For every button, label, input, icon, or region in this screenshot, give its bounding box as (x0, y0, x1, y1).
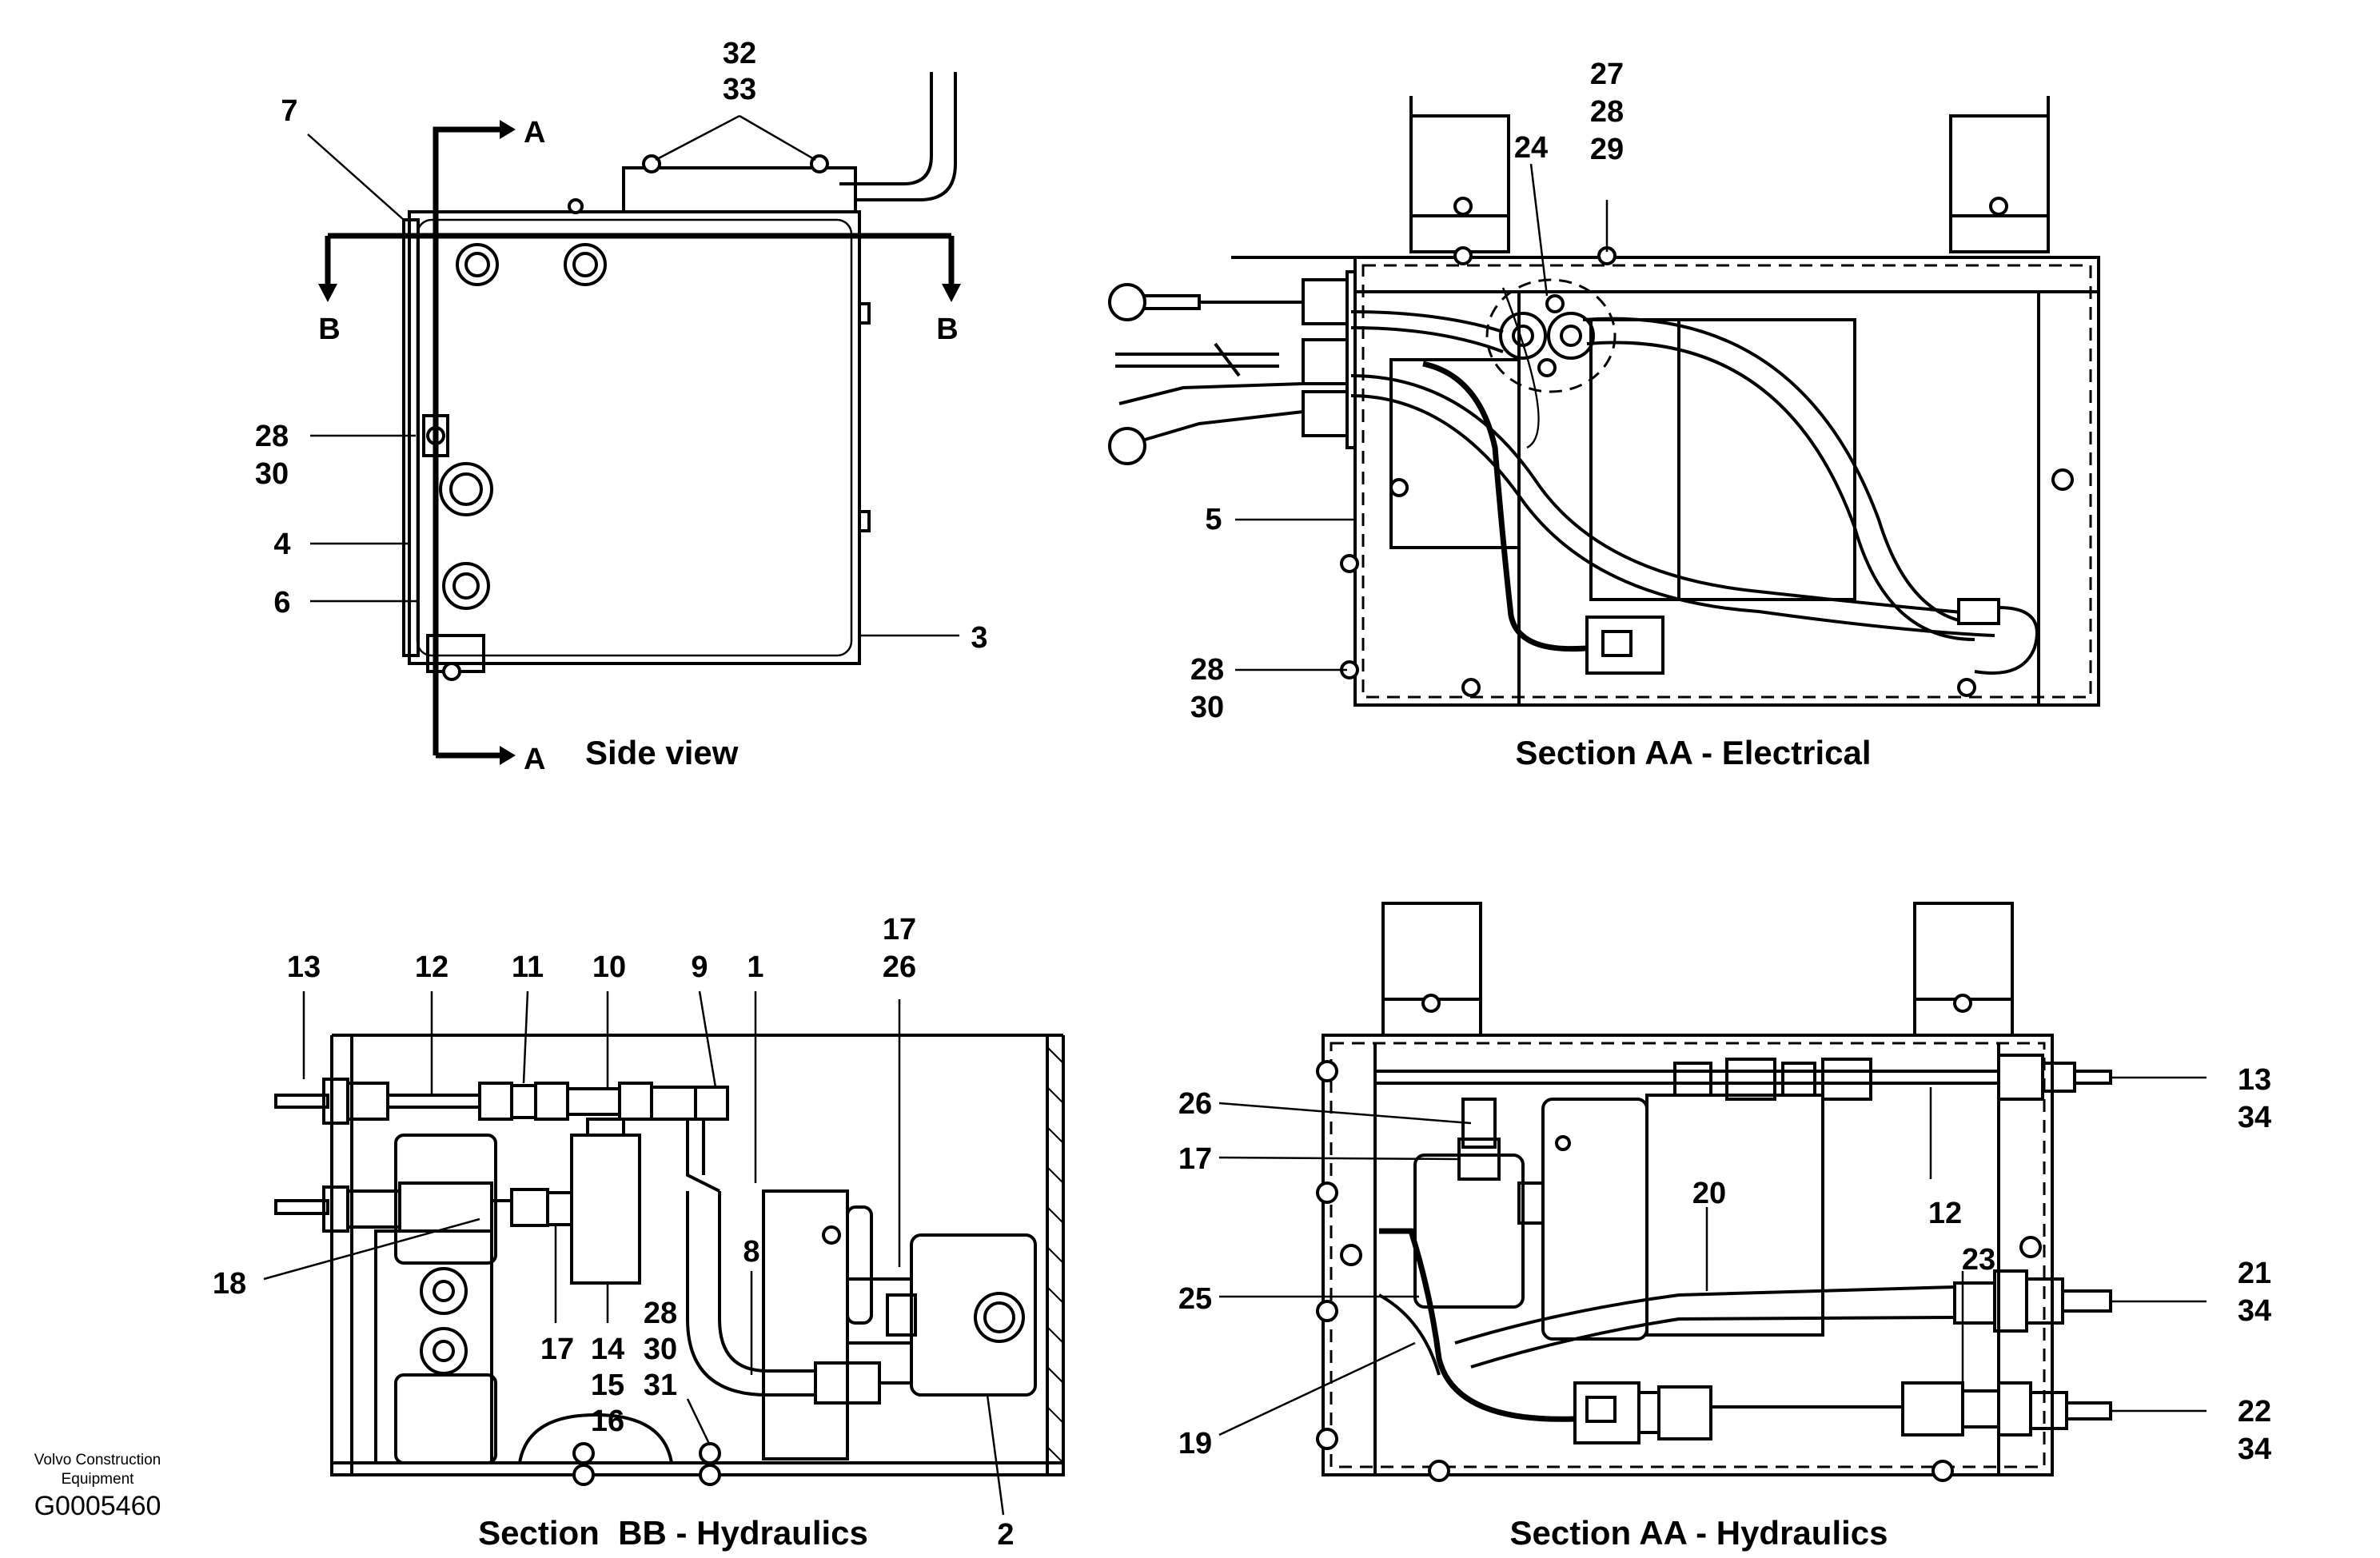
callout-23: 23 (1962, 1243, 1995, 1277)
section-aa-hydraulics (1218, 902, 2207, 1482)
callout-14: 14 (591, 1333, 624, 1366)
callout-12: 12 (1928, 1197, 1962, 1230)
callout-13: 13 (287, 950, 321, 984)
publisher-line-1: Volvo Construction (34, 1452, 161, 1468)
callout-31: 31 (644, 1369, 677, 1402)
caption-section-aa-electrical: Section AA - Electrical (1515, 734, 1871, 771)
callout-17: 17 (540, 1333, 574, 1366)
callout-13: 13 (2238, 1063, 2271, 1097)
callout-34: 34 (2238, 1294, 2271, 1328)
callout-32: 32 (723, 37, 756, 70)
callout-34: 34 (2238, 1432, 2271, 1466)
callout-28: 28 (644, 1297, 677, 1330)
callout-18: 18 (213, 1267, 246, 1301)
callout-3: 3 (971, 621, 987, 655)
callout-12: 12 (415, 950, 448, 984)
callout-21: 21 (2238, 1257, 2271, 1290)
callout-30: 30 (255, 457, 289, 491)
caption-side-view: Side view (585, 734, 739, 771)
callout-34: 34 (2238, 1101, 2271, 1134)
publisher-line-2: Equipment (62, 1471, 135, 1488)
callout-28: 28 (255, 420, 289, 453)
callout-17: 17 (883, 913, 916, 946)
callout-10: 10 (592, 950, 626, 984)
section-bb-hydraulics (263, 990, 1065, 1516)
callout-26: 26 (883, 950, 916, 984)
callout-28: 28 (1190, 653, 1224, 687)
section-aa-electrical (1108, 96, 2100, 707)
callout-29: 29 (1590, 133, 1624, 166)
callout-7: 7 (281, 94, 297, 128)
callout-4: 4 (273, 528, 290, 561)
drawing-code: G0005460 (34, 1491, 161, 1521)
callout-section-a-bottom: A (524, 743, 545, 776)
callout-5: 5 (1205, 503, 1222, 536)
callout-11: 11 (512, 950, 544, 984)
wall-hatch (1046, 1046, 1064, 1464)
callout-19: 19 (1178, 1427, 1212, 1460)
callout-16: 16 (591, 1405, 624, 1438)
callout-25: 25 (1178, 1282, 1212, 1316)
callout-22: 22 (2238, 1395, 2271, 1428)
callout-section-b-left: B (318, 313, 340, 346)
callout-section-a-top: A (524, 116, 545, 149)
caption-section-bb-hydraulics: Section BB - Hydraulics (478, 1514, 868, 1552)
callout-2: 2 (997, 1518, 1014, 1552)
caption-section-aa-hydraulics: Section AA - Hydraulics (1510, 1514, 1888, 1552)
callout-1: 1 (747, 950, 763, 984)
callout-26: 26 (1178, 1087, 1212, 1121)
callout-33: 33 (723, 73, 756, 106)
callout-17: 17 (1178, 1142, 1212, 1176)
callout-27: 27 (1590, 58, 1624, 91)
callout-section-b-right: B (936, 313, 958, 346)
callout-30: 30 (1190, 691, 1224, 724)
callout-24: 24 (1514, 131, 1548, 165)
callout-30: 30 (644, 1333, 677, 1366)
callout-8: 8 (743, 1235, 759, 1269)
callout-9: 9 (691, 950, 708, 984)
side-view (307, 72, 961, 765)
callout-28: 28 (1590, 95, 1624, 129)
callout-20: 20 (1692, 1177, 1726, 1210)
callout-6: 6 (273, 586, 290, 620)
callout-15: 15 (591, 1369, 624, 1402)
